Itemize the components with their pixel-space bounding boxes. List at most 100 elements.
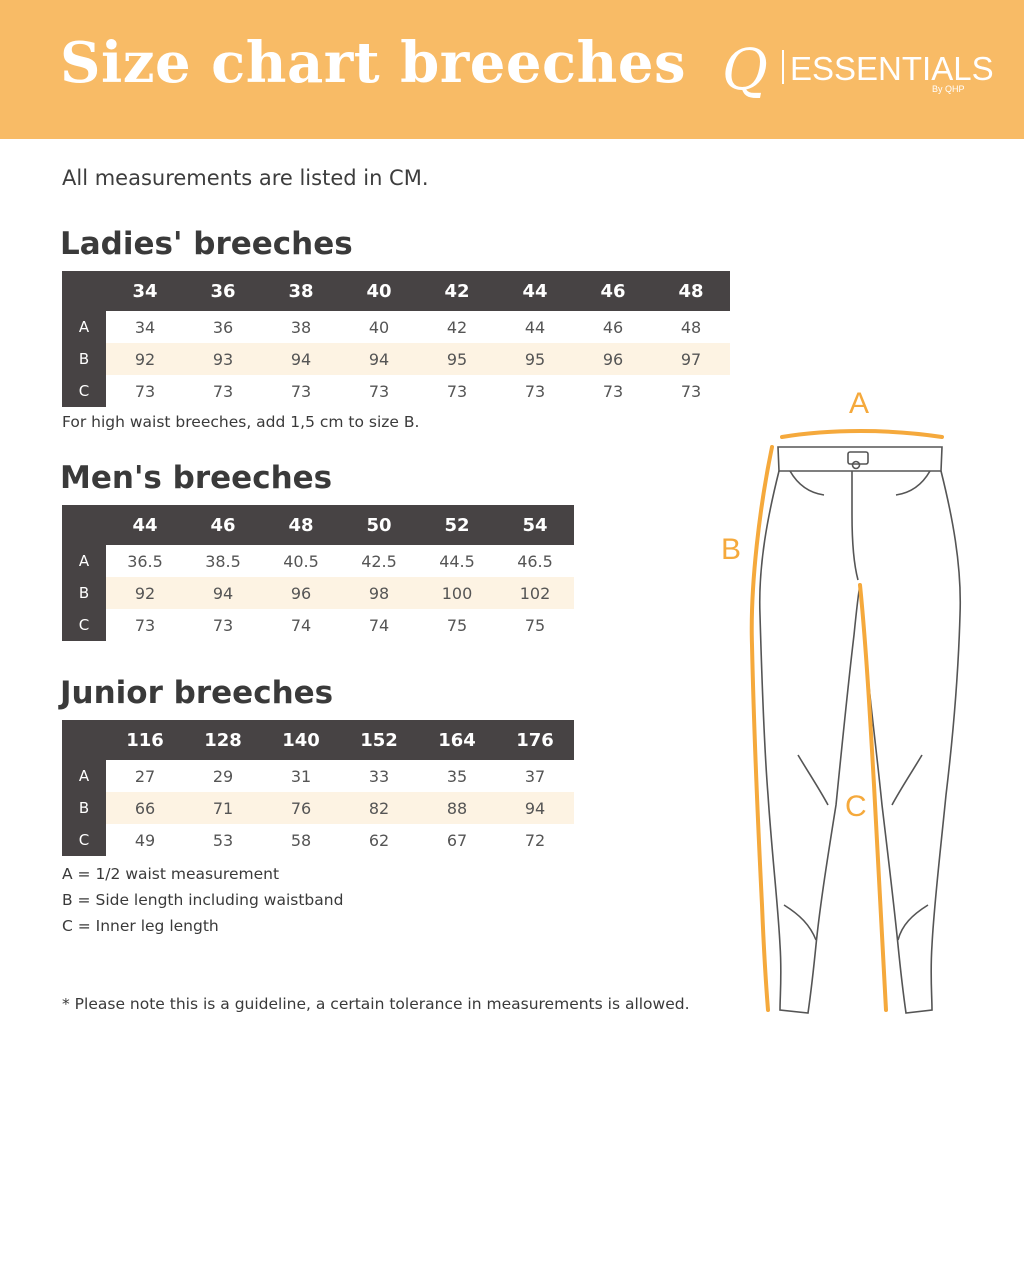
table-cell: 46 (602, 317, 624, 337)
table-cell: 73 (680, 381, 702, 401)
table-cell: 66 (106, 792, 184, 824)
table-cell: 29 (212, 766, 234, 786)
size-header: 140 (262, 720, 340, 760)
breeches-illustration (749, 429, 962, 1014)
size-header: 50 (340, 505, 418, 545)
table-cell: 74 (368, 615, 390, 635)
table-cell: 72 (524, 830, 546, 850)
size-header: 164 (418, 720, 496, 760)
row-label: C (62, 609, 106, 641)
table-cell: 74 (290, 615, 312, 635)
table-cell: 42.5 (361, 551, 397, 571)
table-cell: 73 (524, 381, 546, 401)
table-corner (62, 505, 106, 545)
table-cell: 46.5 (517, 551, 553, 571)
size-header: 128 (184, 720, 262, 760)
table-cell: 40.5 (283, 551, 319, 571)
table-cell: 73 (212, 381, 234, 401)
table-cell: 73 (368, 381, 390, 401)
table-cell: 38.5 (205, 551, 241, 571)
table-cell: 38 (290, 317, 312, 337)
size-header: 38 (262, 271, 340, 311)
row-label: C (62, 375, 106, 407)
table-cell: 94 (340, 343, 418, 375)
table-cell: 73 (134, 381, 156, 401)
junior-title: Junior breeches (60, 675, 334, 711)
table-cell: 94 (496, 792, 574, 824)
table-cell: 73 (602, 381, 624, 401)
table-cell: 95 (496, 343, 574, 375)
table-cell: 96 (262, 577, 340, 609)
row-label: A (62, 311, 106, 343)
breeches-diagram: A B C (720, 385, 980, 1025)
measurement-legend: A = 1/2 waist measurement B = Side lengt… (62, 861, 343, 939)
size-header: 48 (652, 271, 730, 311)
table-cell: 31 (290, 766, 312, 786)
high-waist-note: For high waist breeches, add 1,5 cm to s… (62, 413, 420, 431)
size-header: 44 (106, 505, 184, 545)
footnote: * Please note this is a guideline, a cer… (62, 995, 690, 1013)
table-cell: 97 (652, 343, 730, 375)
table-cell: 76 (262, 792, 340, 824)
table-cell: 35 (446, 766, 468, 786)
table-cell: 88 (418, 792, 496, 824)
row-label: B (62, 577, 106, 609)
size-header: 40 (340, 271, 418, 311)
table-cell: 75 (446, 615, 468, 635)
table-cell: 73 (290, 381, 312, 401)
table-cell: 36.5 (127, 551, 163, 571)
table-corner (62, 271, 106, 311)
table-cell: 42 (446, 317, 468, 337)
table-cell: 73 (134, 615, 156, 635)
intro-text: All measurements are listed in CM. (62, 166, 429, 190)
table-cell: 40 (368, 317, 390, 337)
table-cell: 96 (574, 343, 652, 375)
table-cell: 92 (106, 343, 184, 375)
size-header: 116 (106, 720, 184, 760)
table-corner (62, 720, 106, 760)
size-header: 34 (106, 271, 184, 311)
size-header: 42 (418, 271, 496, 311)
label-b: B (721, 533, 742, 566)
table-cell: 102 (496, 577, 574, 609)
row-label: C (62, 824, 106, 856)
size-header: 48 (262, 505, 340, 545)
table-cell: 75 (524, 615, 546, 635)
size-header: 176 (496, 720, 574, 760)
table-cell: 94 (184, 577, 262, 609)
table-cell: 95 (418, 343, 496, 375)
label-c: C (845, 790, 867, 823)
table-cell: 73 (446, 381, 468, 401)
table-cell: 48 (680, 317, 702, 337)
table-cell: 44 (524, 317, 546, 337)
table-cell: 33 (368, 766, 390, 786)
row-label: A (62, 760, 106, 792)
table-cell: 36 (212, 317, 234, 337)
size-header: 52 (418, 505, 496, 545)
row-label: B (62, 343, 106, 375)
ladies-title: Ladies' breeches (60, 226, 353, 262)
table-row: C 73 73 74 74 75 75 (62, 609, 574, 641)
size-header: 46 (574, 271, 652, 311)
size-header: 152 (340, 720, 418, 760)
row-label: A (62, 545, 106, 577)
page-title: Size chart breeches (60, 30, 686, 96)
size-header: 46 (184, 505, 262, 545)
table-cell: 62 (368, 830, 390, 850)
size-header: 44 (496, 271, 574, 311)
table-cell: 73 (212, 615, 234, 635)
table-cell: 67 (446, 830, 468, 850)
table-cell: 37 (524, 766, 546, 786)
